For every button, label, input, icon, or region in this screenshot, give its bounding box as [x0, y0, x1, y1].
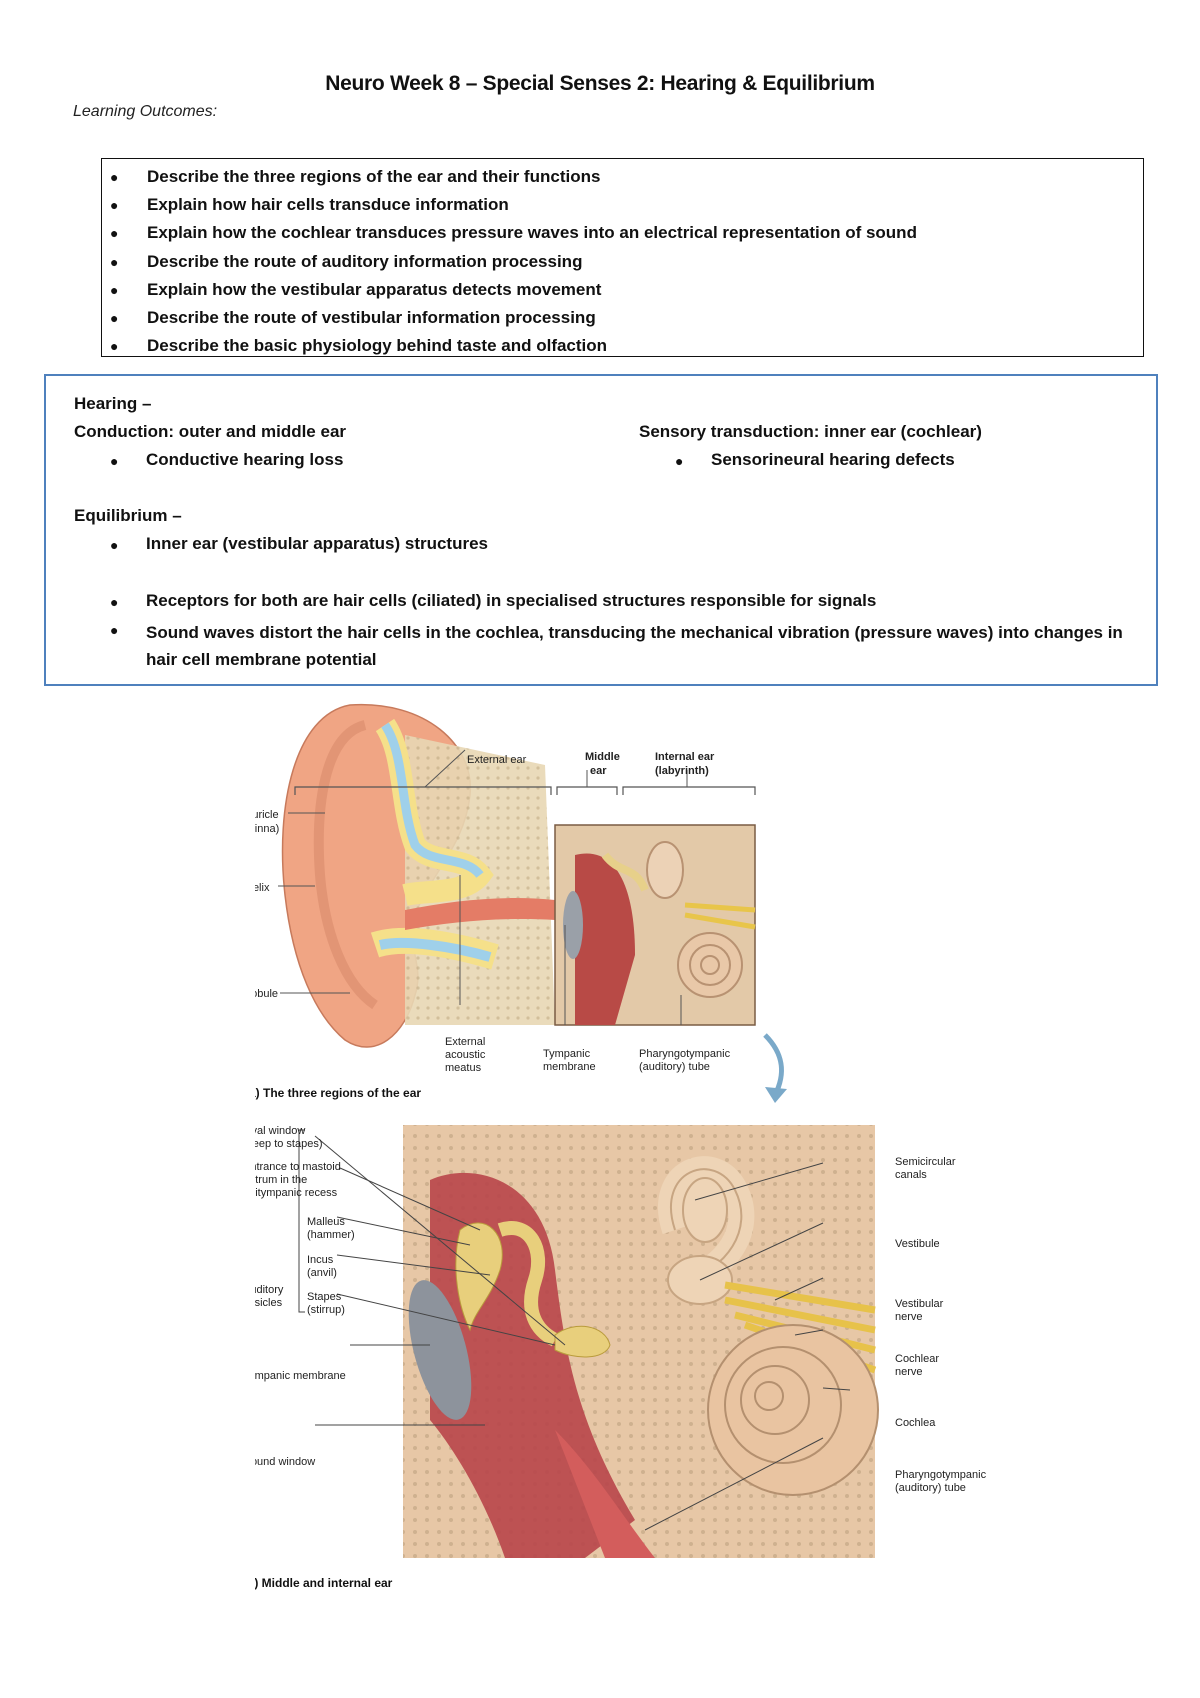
middle-internal-ear-figure: Oval window (deep to stapes) Entrance to… [255, 1120, 1015, 1590]
conduction-bullet: Conductive hearing loss [146, 450, 343, 470]
label-oval-window-2: (deep to stapes) [255, 1138, 323, 1150]
label-internal-ear-1: Internal ear [655, 751, 715, 763]
label-internal-ear-2: (labyrinth) [655, 765, 709, 777]
bullet-icon: ● [110, 622, 118, 638]
outcome-text: Describe the three regions of the ear an… [147, 167, 600, 186]
label-oval-window-1: Oval window [255, 1125, 305, 1137]
bullet-icon: ● [110, 537, 118, 553]
label-vestibule: Vestibule [895, 1238, 940, 1250]
label-middle-ear-2: ear [590, 765, 607, 777]
learning-outcomes-list: ● Describe the three regions of the ear a… [102, 163, 1143, 360]
label-tympanic-membrane: Tympanic membrane [255, 1370, 346, 1382]
label-stapes-2: (stirrup) [307, 1304, 345, 1316]
label-stapes-1: Stapes [307, 1291, 342, 1303]
label-tympanic-2: membrane [543, 1061, 596, 1073]
bullet-icon: ● [110, 332, 118, 360]
bullet-icon: ● [110, 453, 118, 469]
label-vestibular-nerve-2: nerve [895, 1311, 923, 1323]
label-vestibular-nerve-1: Vestibular [895, 1298, 944, 1310]
summary-bullet: Sound waves distort the hair cells in th… [146, 619, 1146, 673]
label-pharyngo-2: (auditory) tube [639, 1061, 710, 1073]
label-eam-3: meatus [445, 1062, 482, 1074]
list-item: ● Describe the route of auditory informat… [102, 248, 1143, 276]
label-malleus-1: Malleus [307, 1216, 345, 1228]
bullet-icon: ● [110, 248, 118, 276]
bullet-icon: ● [110, 219, 118, 247]
label-cochlear-nerve-1: Cochlear [895, 1353, 939, 1365]
label-mastoid-3: epitympanic recess [255, 1187, 338, 1199]
page-title: Neuro Week 8 – Special Senses 2: Hearing… [0, 72, 1200, 96]
label-cochlear-nerve-2: nerve [895, 1366, 923, 1378]
label-pharyngo-1: Pharyngotympanic [639, 1048, 731, 1060]
label-auricle-1: Auricle [255, 809, 279, 821]
bullet-icon: ● [675, 453, 683, 469]
label-tympanic-1: Tympanic [543, 1048, 591, 1060]
list-item: ● Explain how the cochlear transduces pre… [102, 219, 1143, 247]
list-item: ● Describe the basic physiology behind ta… [102, 332, 1143, 360]
equilibrium-heading: Equilibrium – [74, 506, 182, 526]
label-mastoid-2: antrum in the [255, 1174, 307, 1186]
label-auricle-2: (pinna) [255, 823, 279, 835]
label-eam-1: External [445, 1036, 485, 1048]
label-eam-2: acoustic [445, 1049, 486, 1061]
label-incus-2: (anvil) [307, 1267, 337, 1279]
transduction-bullet: Sensorineural hearing defects [711, 450, 955, 470]
label-round-window: Round window [255, 1456, 315, 1468]
summary-bullet: Receptors for both are hair cells (cilia… [146, 591, 876, 611]
label-mastoid-1: Entrance to mastoid [255, 1161, 341, 1173]
list-item: ● Explain how the vestibular apparatus de… [102, 276, 1143, 304]
summary-box: Hearing – Conduction: outer and middle e… [44, 374, 1158, 686]
learning-outcomes-box: ● Describe the three regions of the ear a… [101, 158, 1144, 357]
label-semicircular-1: Semicircular [895, 1156, 956, 1168]
list-item: ● Describe the three regions of the ear a… [102, 163, 1143, 191]
label-ossicles-1: Auditory [255, 1284, 284, 1296]
outcome-text: Explain how hair cells transduce informa… [147, 195, 509, 214]
bullet-icon: ● [110, 276, 118, 304]
label-helix: Helix [255, 882, 270, 894]
label-pharyngo-b-1: Pharyngotympanic [895, 1469, 987, 1481]
list-item: ● Describe the route of vestibular inform… [102, 304, 1143, 332]
outcome-text: Describe the route of vestibular informa… [147, 308, 596, 327]
label-malleus-2: (hammer) [307, 1229, 355, 1241]
outcome-text: Explain how the vestibular apparatus det… [147, 280, 601, 299]
figure-b-caption: (b) Middle and internal ear [255, 1576, 393, 1590]
label-incus-1: Incus [307, 1254, 334, 1266]
label-cochlea: Cochlea [895, 1417, 936, 1429]
label-ossicles-2: ossicles [255, 1297, 283, 1309]
label-semicircular-2: canals [895, 1169, 927, 1181]
label-external-ear: External ear [467, 754, 527, 766]
ear-regions-figure: External ear Middle ear Internal ear (la… [255, 695, 855, 1105]
label-pharyngo-b-2: (auditory) tube [895, 1482, 966, 1494]
bullet-icon: ● [110, 594, 118, 610]
bullet-icon: ● [110, 163, 118, 191]
bullet-icon: ● [110, 304, 118, 332]
outcome-text: Describe the route of auditory informati… [147, 252, 582, 271]
label-lobule: Lobule [255, 988, 278, 1000]
equilibrium-bullet: Inner ear (vestibular apparatus) structu… [146, 534, 488, 554]
hearing-heading: Hearing – [74, 394, 151, 414]
outcome-text: Describe the basic physiology behind tas… [147, 336, 607, 355]
learning-outcomes-label: Learning Outcomes: [73, 103, 217, 121]
conduction-heading: Conduction: outer and middle ear [74, 422, 346, 442]
transduction-heading: Sensory transduction: inner ear (cochlea… [639, 422, 982, 442]
list-item: ● Explain how hair cells transduce inform… [102, 191, 1143, 219]
figure-a-caption: (a) The three regions of the ear [255, 1086, 421, 1100]
label-middle-ear-1: Middle [585, 751, 620, 763]
outcome-text: Explain how the cochlear transduces pres… [147, 223, 917, 242]
bullet-icon: ● [110, 191, 118, 219]
